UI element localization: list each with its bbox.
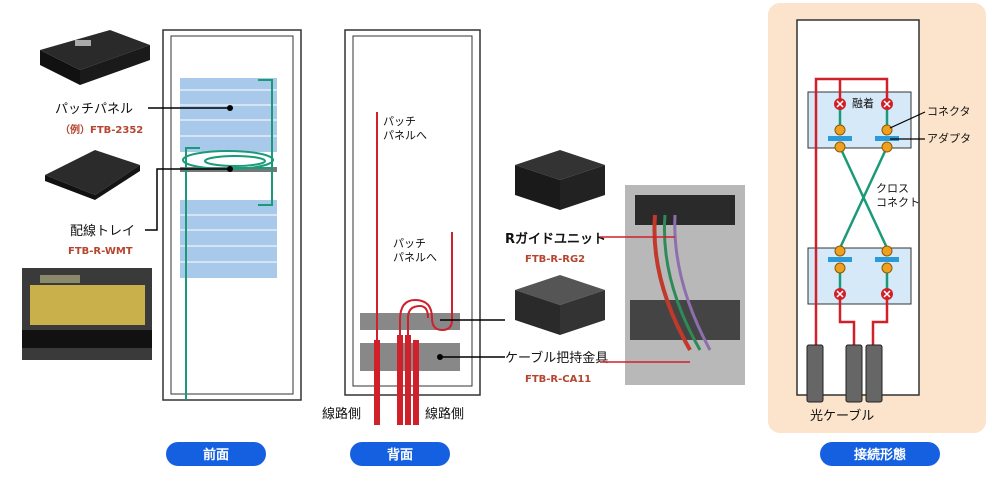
r-guide-unit-model: FTB-R-RG2 (525, 254, 585, 265)
wiring-tray-label: 配線トレイ (70, 223, 135, 239)
patch-panel-model: （例）FTB-2352 (60, 123, 143, 136)
connection-form-panel (768, 3, 986, 433)
back-view-button[interactable]: 背面 (350, 442, 450, 466)
front-rack (145, 29, 302, 401)
patch-panel-label: パッチパネル (55, 102, 133, 117)
cross-connect-line2: コネクト (876, 196, 920, 209)
cable-bracket-photo (515, 275, 605, 335)
adapter-bars (828, 136, 899, 262)
back-rack (344, 29, 505, 425)
installed-back-photo (625, 185, 745, 385)
cross-connect-line1: クロス (876, 182, 909, 195)
fusion-label: 融着 (852, 96, 874, 110)
back-view-button-label: 背面 (387, 447, 413, 463)
to-patch-panel-1-line2: パネルへ (383, 129, 427, 142)
connection-form-button[interactable]: 接続形態 (820, 442, 940, 466)
optical-cables (806, 344, 883, 403)
connection-form-button-label: 接続形態 (854, 447, 906, 463)
patch-panel-block-bottom (180, 200, 277, 278)
patch-panel-photo (40, 30, 150, 85)
red-fibers (814, 77, 889, 345)
red-cable-sheaths (374, 335, 419, 425)
connector-label: コネクタ (927, 105, 971, 118)
wiring-tray-model: FTB-R-WMT (68, 246, 133, 257)
r-guide-unit-label: Rガイドユニット (505, 232, 606, 247)
r-guide-unit-photo (515, 150, 605, 210)
guide-unit-bar (360, 313, 460, 330)
front-view-button-label: 前面 (203, 447, 229, 463)
cable-bracket-label: ケーブル把持金具 (505, 350, 608, 366)
wiring-tray-photo (45, 150, 140, 200)
adapter-label: アダプタ (927, 131, 971, 145)
lower-patch-panel (807, 247, 912, 305)
optical-cable-label: 光ケーブル (810, 408, 874, 424)
line-side-left-label: 線路側 (322, 406, 361, 422)
installed-rack-photo (22, 268, 152, 360)
cable-bracket-model: FTB-R-CA11 (525, 374, 591, 385)
green-fiber-loop (182, 79, 274, 400)
front-view-button[interactable]: 前面 (166, 442, 266, 466)
leader-lines (145, 105, 233, 231)
to-patch-panel-1-line1: パッチ (383, 115, 416, 128)
connector-adapter-icons (834, 124, 893, 274)
fusion-splice-icons (834, 98, 893, 300)
patch-panel-block-top (180, 78, 277, 152)
line-side-right-label: 線路側 (425, 406, 464, 422)
to-patch-panel-2-line1: パッチ (393, 237, 426, 250)
to-patch-panel-2-line2: パネルへ (393, 251, 437, 264)
